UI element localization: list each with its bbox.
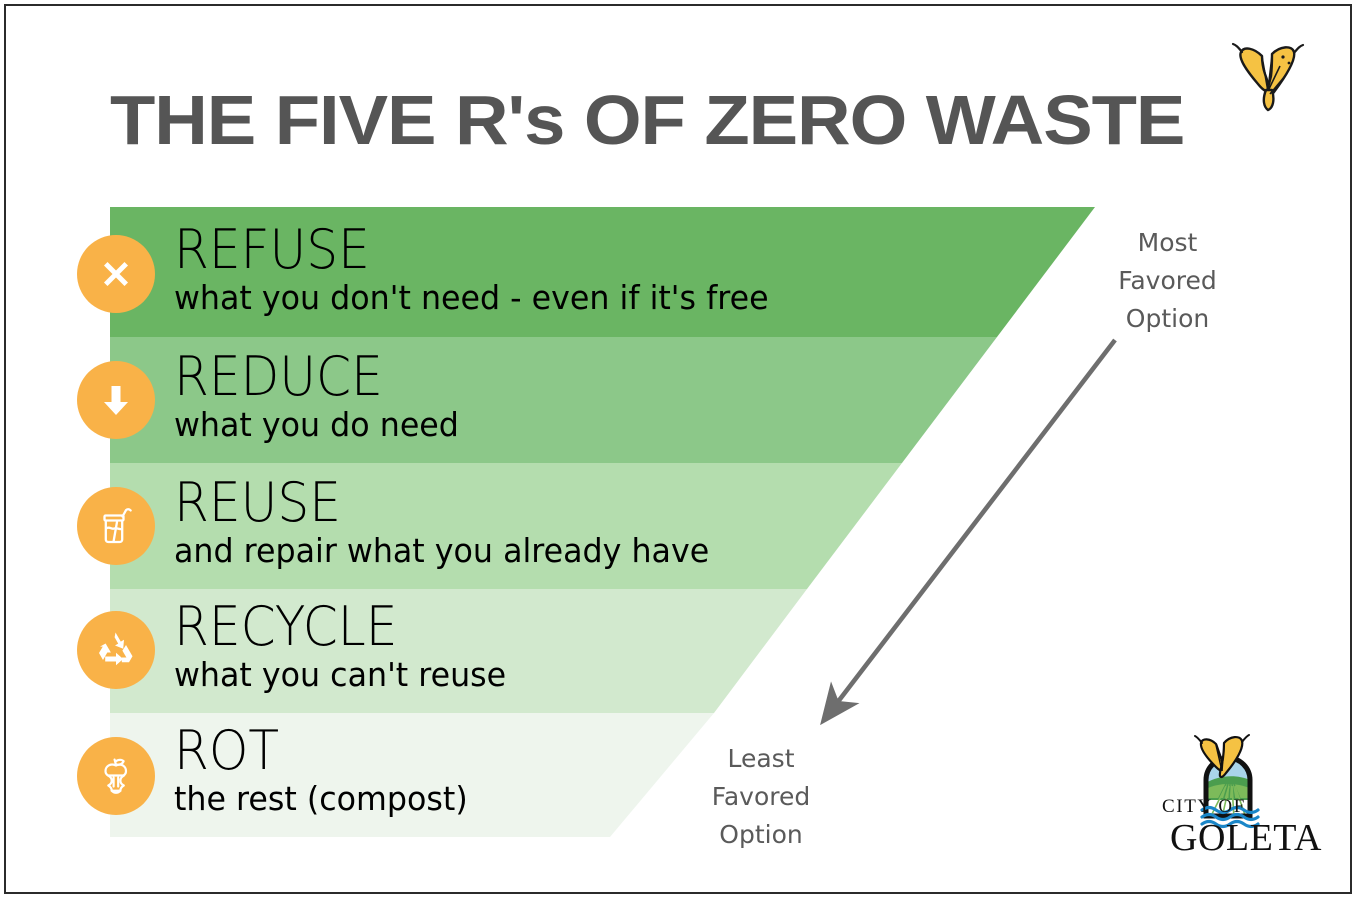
step-subtext: what you do need — [174, 405, 459, 444]
least-favored-label: Least Favored Option — [691, 740, 831, 854]
city-of-goleta-logo: CITY OF GOLETA — [1162, 734, 1322, 856]
x-mark-icon — [104, 262, 128, 286]
step-subtext: the rest (compost) — [174, 779, 468, 818]
least-favored-line-2: Favored — [711, 782, 811, 811]
mason-jar-icon — [103, 508, 132, 544]
most-favored-line-1: Most — [1137, 228, 1198, 257]
step-icon-refuse — [77, 235, 155, 313]
step-text-reduce: REDUCE what you do need — [174, 349, 471, 443]
most-favored-line-3: Option — [1125, 304, 1210, 333]
step-text-reuse: REUSE and repair what you already have — [174, 475, 732, 569]
recycle-icon — [99, 632, 133, 666]
step-subtext: and repair what you already have — [174, 531, 710, 570]
step-heading: ROT — [174, 719, 280, 782]
step-icon-recycle — [77, 611, 155, 689]
step-heading: RECYCLE — [174, 595, 398, 658]
step-text-recycle: RECYCLE what you can't reuse — [174, 599, 520, 693]
most-favored-line-2: Favored — [1118, 266, 1217, 295]
logo-goleta-text: GOLETA — [1170, 817, 1322, 856]
page-title: THE FIVE R's OF ZERO WASTE — [110, 81, 1185, 159]
least-favored-line-1: Least — [727, 744, 795, 773]
least-favored-line-3: Option — [719, 820, 803, 849]
poster-frame: THE FIVE R's OF ZERO WASTE REFUS — [4, 4, 1352, 894]
apple-core-icon — [104, 758, 128, 794]
logo-city-of-text: CITY OF — [1162, 796, 1246, 817]
step-subtext: what you don't need - even if it's free — [174, 278, 769, 317]
butterfly-icon — [1231, 42, 1305, 112]
step-subtext: what you can't reuse — [174, 655, 507, 694]
step-icon-reuse — [77, 487, 155, 565]
step-heading: REUSE — [174, 471, 341, 534]
most-favored-label: Most Favored Option — [1100, 224, 1235, 338]
step-text-refuse: REFUSE what you don't need - even if it'… — [174, 222, 793, 316]
down-arrow-icon — [104, 386, 128, 415]
step-text-rot: ROT the rest (compost) — [174, 723, 480, 817]
step-heading: REDUCE — [174, 345, 383, 408]
step-heading: REFUSE — [174, 218, 370, 281]
step-icon-rot — [77, 737, 155, 815]
step-icon-reduce — [77, 361, 155, 439]
